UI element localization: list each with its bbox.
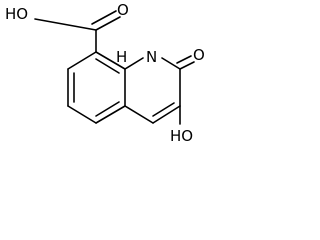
ring-nitrogen-label: N [146, 48, 157, 66]
bond-c5-c4a-inner [95, 101, 120, 117]
bond-carboxyl-o-double-1 [95, 16, 121, 31]
bond-c2-o-double-1 [179, 61, 195, 70]
bond-c6-c5 [67, 105, 97, 124]
bond-c8a-c8-inner [95, 58, 120, 74]
bond-carboxyl-o-double-2 [91, 10, 117, 25]
carboxyl-hydroxyl-label: HO [5, 5, 28, 23]
chemical-structure-diagram: HO O H N O HO [5, 1, 205, 145]
bond-c5-c4a [95, 105, 126, 124]
carbonyl-oxygen-label: O [193, 46, 205, 64]
bond-c3-c4-inner [152, 102, 175, 117]
bond-c2-o-double-2 [176, 55, 192, 64]
bond-carboxyl-oh [34, 18, 97, 31]
bond-c8a-c8 [95, 51, 126, 70]
bond-c3-c4 [152, 105, 181, 124]
hydroxyl-label: HO [170, 127, 193, 145]
bond-c4-c4a [124, 105, 154, 124]
ring-nh-hydrogen-label: H [116, 48, 127, 66]
carboxyl-oxygen-label: O [117, 1, 129, 19]
bond-n1-c2 [161, 57, 181, 70]
bond-c8a-n1 [124, 57, 144, 70]
bond-c8-c7 [67, 51, 97, 70]
